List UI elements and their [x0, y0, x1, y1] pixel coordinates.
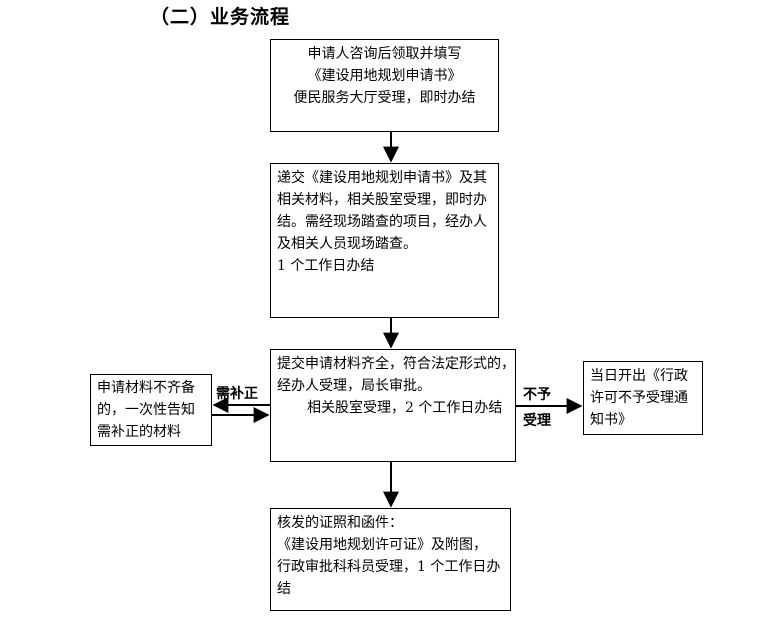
issue-line-2: 《建设用地规划许可证》及附图，: [277, 537, 487, 553]
submit-line-1: 递交《建设用地规划申请书》及其: [277, 170, 487, 186]
incomplete-materials-box: 申请材料不齐备 的，一次性告知 需补正的材料: [90, 374, 212, 446]
review-line-2: 经办人受理，局长审批。: [277, 378, 431, 394]
reject-line-2: 许可不予受理通: [590, 390, 688, 406]
page-title: （二）业务流程: [150, 6, 291, 28]
submit-line-5: 1 个工作日办结: [277, 258, 375, 274]
reject-notice-box: 当日开出《行政 许可不予受理通 知书》: [583, 361, 703, 435]
incomplete-line-1: 申请材料不齐备: [97, 380, 195, 396]
incomplete-line-3: 需补正的材料: [97, 424, 181, 440]
step-consult-box: 申请人咨询后领取并填写 《建设用地规划申请书》 便民服务大厅受理，即时办结: [270, 39, 499, 132]
not-accepted-label-2: 受理: [523, 413, 551, 429]
incomplete-line-2: 的，一次性告知: [97, 402, 195, 418]
step-submit-box: 递交《建设用地规划申请书》及其 相关材料，相关股室受理，即时办 结。需经现场踏查…: [270, 163, 499, 318]
supplement-label: 需补正: [216, 386, 258, 402]
review-line-3: 相关股室受理，2 个工作日办结: [307, 400, 503, 416]
consult-line-1: 申请人咨询后领取并填写: [307, 46, 462, 62]
issue-line-1: 核发的证照和函件：: [277, 515, 403, 531]
consult-line-2: 《建设用地规划申请书》: [307, 68, 462, 84]
reject-line-3: 知书》: [590, 412, 632, 428]
issue-line-4: 结: [277, 581, 291, 597]
issue-line-3: 行政审批科科员受理，1 个工作日办: [277, 559, 501, 575]
step-issue-box: 核发的证照和函件： 《建设用地规划许可证》及附图， 行政审批科科员受理，1 个工…: [270, 508, 511, 611]
step-review-box: 提交申请材料齐全，符合法定形式的， 经办人受理，局长审批。 相关股室受理，2 个…: [270, 349, 516, 462]
reject-line-1: 当日开出《行政: [590, 368, 688, 384]
submit-line-3: 结。需经现场踏查的项目，经办人: [277, 214, 487, 230]
not-accepted-label-1: 不予: [523, 387, 551, 403]
review-line-1: 提交申请材料齐全，符合法定形式的，: [277, 356, 515, 372]
consult-line-3: 便民服务大厅受理，即时办结: [293, 90, 476, 106]
submit-line-4: 及相关人员现场踏查。: [277, 236, 417, 252]
submit-line-2: 相关材料，相关股室受理，即时办: [277, 192, 487, 208]
